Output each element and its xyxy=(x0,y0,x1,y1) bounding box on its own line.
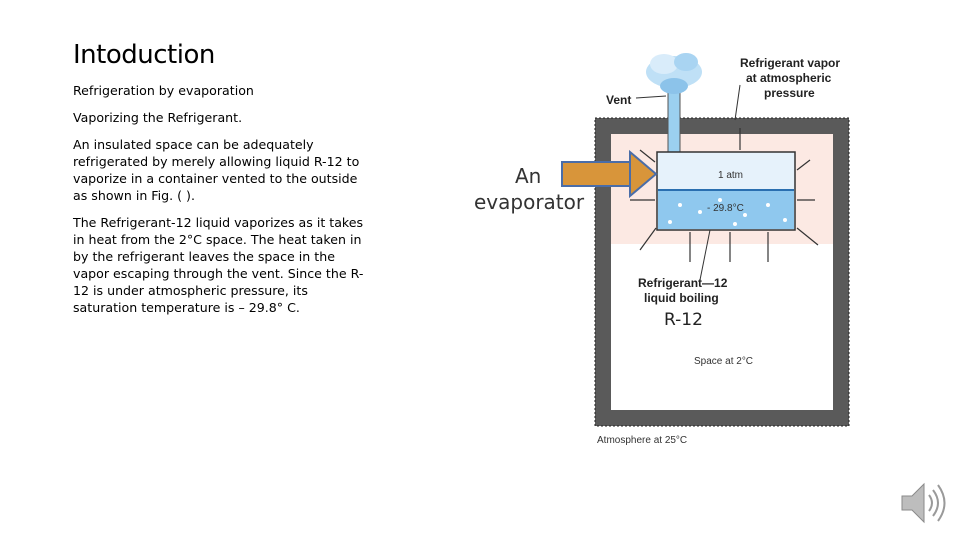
label-liquid-2: liquid boiling xyxy=(644,291,719,305)
vapor-plume xyxy=(646,53,702,94)
label-vapor-2: at atmospheric xyxy=(746,71,832,85)
label-vapor-1: Refrigerant vapor xyxy=(740,56,840,70)
paragraph-3: An insulated space can be adequately ref… xyxy=(73,137,360,203)
paragraph-4: The Refrigerant-12 liquid vaporizes as i… xyxy=(73,215,364,315)
bubbles xyxy=(668,198,787,226)
label-liquid-1: Refrigerant—12 xyxy=(638,276,728,290)
liquid-refrigerant xyxy=(658,190,794,229)
label-atmosphere: Atmosphere at 25°C xyxy=(597,435,687,446)
liquid-pointer xyxy=(699,229,711,281)
label-r12: R-12 xyxy=(664,310,703,330)
evaporator-figure: An evaporator Vent Refrigerant vapor at … xyxy=(474,53,850,446)
label-vent: Vent xyxy=(606,93,631,107)
label-temperature: - 29.8°C xyxy=(707,203,744,214)
heat-arrows xyxy=(630,128,819,262)
label-evaporator: evaporator xyxy=(474,190,585,214)
label-an: An xyxy=(515,164,541,188)
vapor-pointer xyxy=(734,84,741,121)
speaker-icon[interactable] xyxy=(898,478,950,528)
insulation-pattern xyxy=(594,117,850,427)
slide-body: Refrigeration by evaporation Vaporizing … xyxy=(73,82,373,326)
paragraph-2: Vaporizing the Refrigerant. xyxy=(73,110,243,125)
evaporator-arrow xyxy=(561,149,658,199)
label-vapor-3: pressure xyxy=(764,86,815,100)
label-space: Space at 2°C xyxy=(694,356,753,367)
slide-title: Intoduction xyxy=(73,40,215,70)
vent-pointer xyxy=(635,95,667,99)
label-pressure: 1 atm xyxy=(718,170,743,181)
paragraph-1: Refrigeration by evaporation xyxy=(73,83,254,98)
